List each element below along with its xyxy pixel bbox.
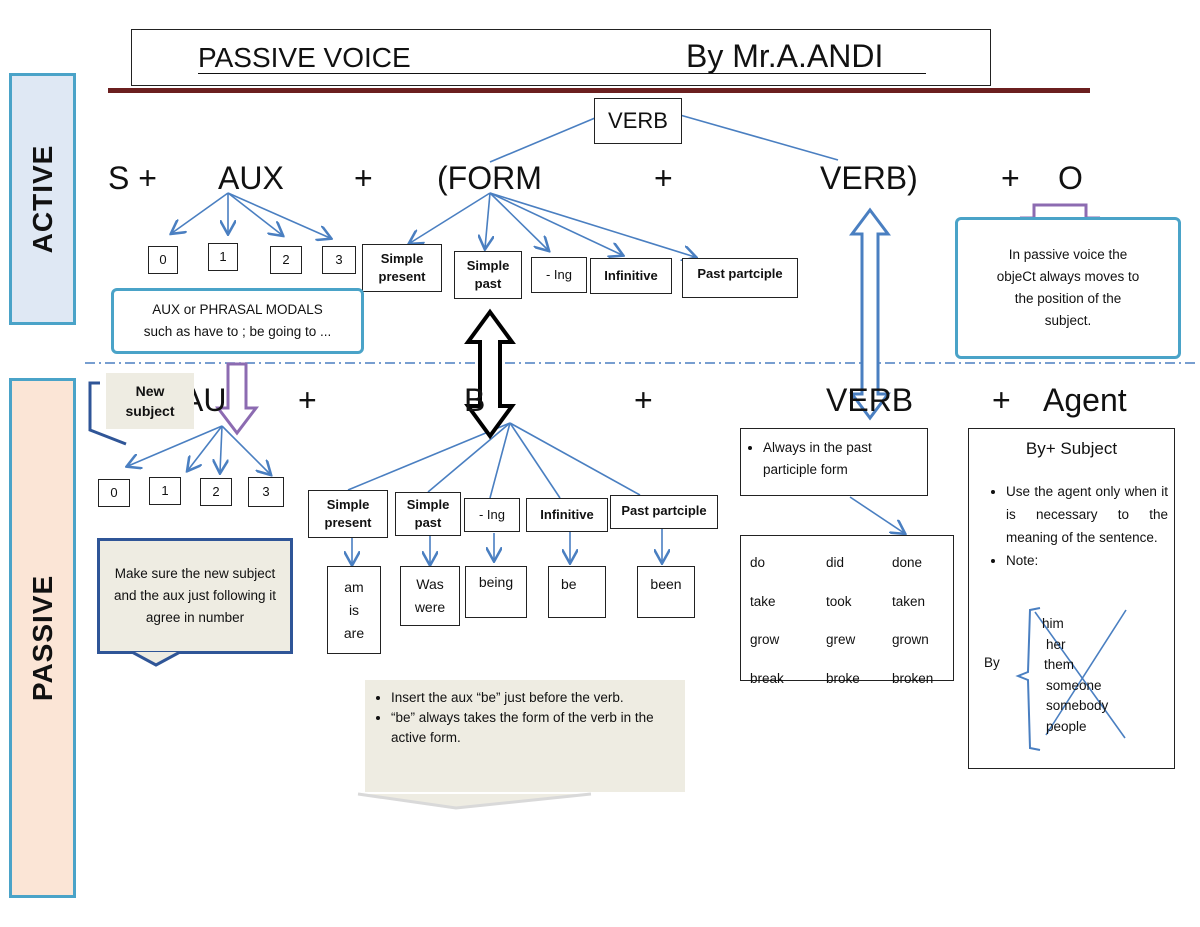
- active-form-past-participle: Past partciple: [682, 258, 798, 298]
- active-form-simple-present: Simple present: [362, 244, 442, 292]
- verb-col-past: did took grew broke: [826, 555, 860, 686]
- irregular-verb-table: [740, 535, 954, 681]
- passive-form-ing: - Ing: [464, 498, 520, 532]
- verb-root-box: VERB: [594, 98, 682, 144]
- active-side-label: ACTIVE: [9, 73, 76, 325]
- passive-plus-2: +: [634, 382, 653, 418]
- active-object: O: [1058, 160, 1083, 196]
- agent-pronoun-list: him her them someone somebody people: [1042, 616, 1109, 734]
- passive-plus-1: +: [298, 382, 317, 418]
- author: By Mr.A.ANDI: [686, 38, 884, 74]
- active-aux: AUX: [218, 160, 284, 196]
- passive-aux-1: 1: [149, 477, 181, 505]
- be-form-being: being: [465, 566, 527, 618]
- active-form: (FORM: [437, 160, 542, 196]
- aux-phrasal-modals-note: AUX or PHRASAL MODALS such as have to ; …: [111, 288, 364, 354]
- passive-be: B: [464, 382, 486, 418]
- passive-side-label: PASSIVE: [9, 378, 76, 898]
- active-plus-2: +: [654, 160, 673, 196]
- active-aux-3: 3: [322, 246, 356, 274]
- passive-form-infinitive: Infinitive: [526, 498, 608, 532]
- passive-verb: VERB: [826, 382, 914, 418]
- active-subject: S +: [108, 160, 157, 196]
- be-form-been: been: [637, 566, 695, 618]
- be-form-present: am is are: [327, 566, 381, 654]
- passive-aux-0: 0: [98, 479, 130, 507]
- passive-agent: Agent: [1043, 382, 1127, 418]
- passive-aux-3: 3: [248, 477, 284, 507]
- object-moves-note: In passive voice the objeCt always moves…: [955, 217, 1181, 359]
- title-underline: [198, 73, 926, 74]
- active-form-simple-past: Simple past: [454, 251, 522, 299]
- passive-form-past-participle: Past partciple: [610, 495, 718, 529]
- active-verb: VERB): [820, 160, 918, 196]
- past-participle-note: Always in the past participle form: [740, 428, 928, 496]
- title-box: [131, 29, 991, 86]
- passive-aux-2: 2: [200, 478, 232, 506]
- active-plus-3: +: [1001, 160, 1020, 196]
- agreement-note-pointer: [131, 651, 181, 667]
- verb-col-participle: done taken grown broken: [892, 555, 934, 686]
- be-form-past: Was were: [400, 566, 460, 626]
- be-form-be: be: [548, 566, 606, 618]
- active-aux-1: 1: [208, 243, 238, 271]
- agreement-note: Make sure the new subject and the aux ju…: [97, 538, 293, 654]
- agent-by-label: By: [984, 655, 1000, 670]
- passive-plus-3: +: [992, 382, 1011, 418]
- insert-be-note: Insert the aux “be” just before the verb…: [365, 680, 685, 792]
- agent-box-bullets: Use the agent only when it is necessary …: [978, 480, 1168, 572]
- new-subject-label: New subject: [106, 373, 194, 429]
- agent-box: [968, 428, 1175, 769]
- page-title: PASSIVE VOICE: [198, 42, 411, 73]
- active-plus-1: +: [354, 160, 373, 196]
- passive-form-simple-present: Simple present: [308, 490, 388, 538]
- verb-col-base: do take grow break: [750, 555, 784, 686]
- header-rule: [108, 88, 1090, 93]
- passive-form-simple-past: Simple past: [395, 492, 461, 536]
- active-aux-0: 0: [148, 246, 178, 274]
- agent-box-title: By+ Subject: [1025, 439, 1118, 458]
- active-form-infinitive: Infinitive: [590, 258, 672, 294]
- active-form-ing: - Ing: [531, 257, 587, 293]
- insert-note-pointer: [357, 792, 592, 810]
- active-aux-2: 2: [270, 246, 302, 274]
